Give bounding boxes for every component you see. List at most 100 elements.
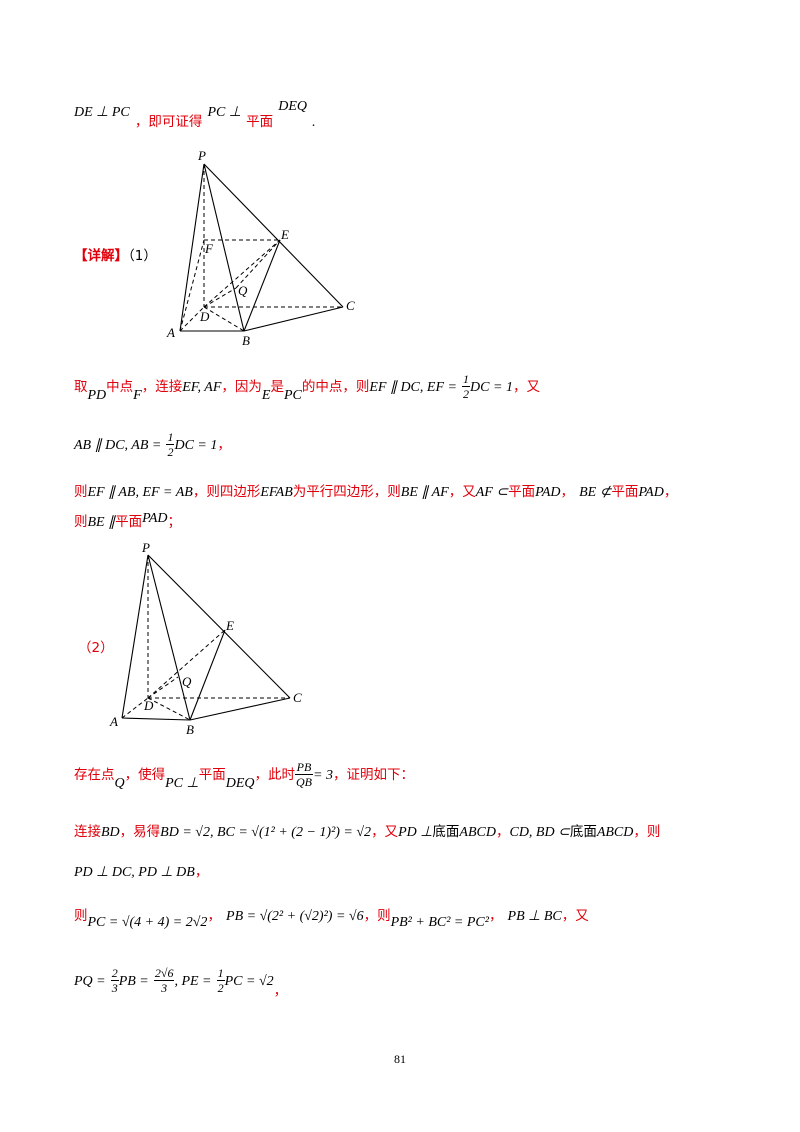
- point-label-a: A: [166, 325, 175, 340]
- math-pc: PC: [283, 388, 302, 403]
- denominator: 3: [161, 981, 168, 995]
- math-pd-perp: PD ⊥: [398, 825, 433, 840]
- step6-line: 连接BD，易得BD = √2, BC = √(1² + (2 − 1)²) = …: [74, 820, 660, 841]
- page-number: 81: [394, 1052, 406, 1066]
- detail-label-line: 【详解】（1）: [74, 244, 157, 264]
- text-connect: ，连接: [141, 379, 183, 395]
- math-dc-eq-1: DC = 1: [470, 380, 513, 395]
- comma: ，: [217, 437, 231, 453]
- comma: ，: [488, 908, 503, 924]
- text-proof-hint: ，即可证得: [134, 114, 203, 130]
- point-label-d: D: [199, 309, 210, 324]
- math-pb-value: PB = √(2² + (√2)²) = √6: [226, 909, 364, 924]
- point-label-c: C: [293, 690, 302, 705]
- text-exists-point: 存在点: [74, 767, 115, 783]
- text-base: 底面: [432, 824, 460, 840]
- comma: ，: [194, 864, 209, 880]
- math-pc-value: PC = √(4 + 4) = 2√2: [87, 915, 208, 930]
- math-abcd: ABCD: [459, 825, 496, 840]
- point-label-b: B: [242, 333, 250, 345]
- math-be-not-subset: BE ⊄: [579, 485, 612, 500]
- text-then: ，则: [633, 824, 661, 840]
- text-is: 是: [270, 379, 284, 395]
- numerator: 1: [166, 430, 175, 445]
- math-eq-3: = 3: [313, 768, 333, 783]
- math-bd-bc-values: BD = √2, BC = √(1² + (2 − 1)²) = √2: [160, 825, 372, 840]
- math-be-parallel: BE ∥: [87, 515, 116, 530]
- comma: ，: [273, 983, 288, 999]
- point-label-p: P: [197, 148, 206, 163]
- math-deq: DEQ: [225, 776, 255, 791]
- point-label-d: D: [143, 698, 154, 713]
- math-q: Q: [114, 776, 125, 791]
- math-ab-parallel-dc: AB ∥ DC, AB =: [74, 438, 162, 453]
- part-one-label: （1）: [128, 248, 157, 264]
- text-such-that: ，使得: [124, 767, 166, 783]
- text-also: ，又: [561, 908, 589, 924]
- math-pc-eq-sqrt2: PC = √2: [224, 974, 274, 989]
- point-label-q: Q: [182, 674, 192, 689]
- math-ef-parallel-ab: EF ∥ AB, EF = AB: [87, 485, 193, 500]
- text-plane: 平面: [611, 484, 639, 500]
- point-label-c: C: [346, 298, 355, 313]
- text-then: ，则: [363, 908, 391, 924]
- math-pb-eq: PB =: [118, 974, 149, 989]
- denominator: 2: [167, 445, 174, 459]
- denominator: 2: [463, 387, 470, 401]
- text-then: 则: [74, 908, 88, 924]
- part-two-line: （2）: [78, 636, 114, 656]
- detail-label: 【详解】: [74, 248, 128, 264]
- point-label-f: F: [204, 241, 214, 256]
- math-f: F: [133, 388, 142, 403]
- math-pq: PQ =: [74, 974, 106, 989]
- math-efab: EFAB: [260, 485, 293, 500]
- text-plane: 平面: [115, 514, 143, 530]
- math-pd-perp-dc-db: PD ⊥ DC, PD ⊥ DB: [74, 865, 195, 880]
- text-also: ，又: [512, 379, 540, 395]
- figure-pyramid-2: P E Q D C A B: [109, 540, 302, 737]
- numerator: PB: [295, 760, 313, 775]
- comma: ，: [207, 908, 221, 924]
- math-pc-perp: PC ⊥: [165, 776, 199, 791]
- math-bd: BD: [101, 825, 120, 840]
- comma: ，: [663, 484, 678, 500]
- math-pb-perp-bc: PB ⊥ BC: [507, 909, 562, 924]
- text-easily: ，易得: [119, 824, 161, 840]
- math-deq: DEQ: [278, 99, 307, 114]
- denominator: 2: [217, 981, 224, 995]
- text-connect: 连接: [74, 824, 101, 840]
- math-de-perp-pc: DE ⊥ PC: [74, 105, 130, 120]
- math-pythagoras: PB² + BC² = PC²: [390, 915, 489, 930]
- math-pad: PAD: [142, 511, 168, 526]
- denominator: QB: [296, 775, 312, 789]
- comma: ，: [495, 824, 510, 840]
- step3-line: 则EF ∥ AB, EF = AB，则四边形EFAB为平行四边形，则BE ∥ A…: [74, 480, 677, 501]
- text-plane: 平面: [198, 767, 226, 783]
- figure-pyramid-1: P F E Q D C A B: [166, 148, 355, 345]
- text-midpoint-then: 的中点，则: [301, 379, 370, 395]
- step7-line: PD ⊥ DC, PD ⊥ DB，: [74, 860, 208, 881]
- intro-line: DE ⊥ PC ，即可证得 PC ⊥ 平面 DEQ .: [74, 99, 316, 130]
- numerator: 1: [462, 372, 471, 387]
- comma: ，: [560, 484, 575, 500]
- point-label-b: B: [186, 722, 194, 737]
- math-pe: , PE =: [174, 974, 212, 989]
- math-cd-bd-subset: CD, BD ⊂: [509, 825, 570, 840]
- numerator: 1: [216, 966, 225, 981]
- point-label-e: E: [280, 227, 289, 242]
- text-plane: 平面: [246, 114, 274, 130]
- math-dc-eq-1: DC = 1: [174, 438, 218, 453]
- text-base: 底面: [569, 824, 597, 840]
- point-label-p: P: [141, 540, 150, 555]
- text-also: ，又: [448, 484, 476, 500]
- point-label-e: E: [225, 618, 234, 633]
